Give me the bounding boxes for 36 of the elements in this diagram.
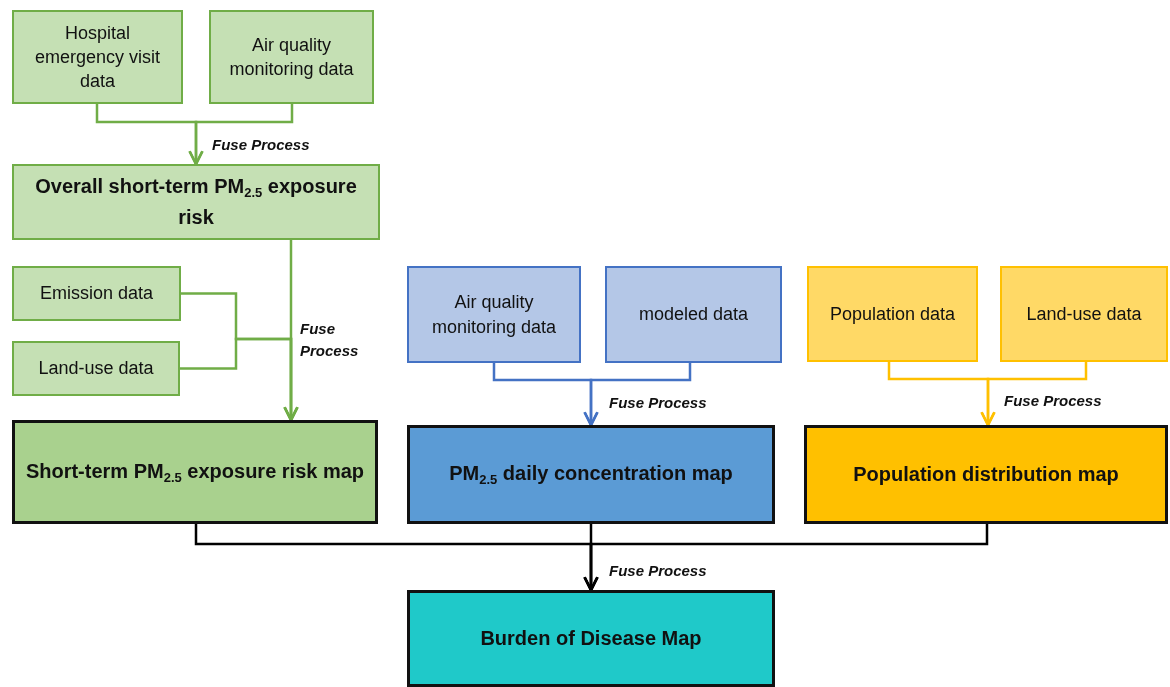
data-box (807, 266, 978, 362)
data-box (12, 341, 180, 396)
box-text: modeled data (638, 303, 749, 327)
arrow (180, 337, 299, 422)
edge-label: Fuse Process (212, 135, 310, 155)
process-box (804, 425, 1168, 524)
arrow (583, 363, 692, 427)
box-text: Population data (829, 302, 956, 326)
edge-label: Fuse Process (300, 319, 360, 361)
data-box (605, 266, 782, 363)
edge-label: Fuse Process (1004, 391, 1102, 411)
box-text: Population distribution map (853, 462, 1119, 487)
process-box (12, 420, 378, 524)
edge-label: Fuse Process (609, 561, 707, 581)
data-box (1000, 266, 1168, 362)
box-text: Hospital emergency visit data (33, 21, 161, 94)
data-box (407, 266, 581, 363)
box-text: Air quality monitoring data (228, 33, 355, 81)
box-text: Overall short-term PM$_{2.5}$ exposure risk (34, 174, 358, 230)
box-text: Short-term PM$_{2.5}$ exposure risk map (25, 458, 365, 487)
process-box (407, 425, 775, 524)
box-text: Air quality monitoring data (430, 291, 558, 339)
arrow (980, 362, 1088, 427)
edge-label: Fuse Process (609, 393, 707, 413)
arrow (188, 104, 294, 166)
box-text: Land-use data (38, 357, 154, 381)
box-text: Land-use data (1026, 302, 1142, 326)
box-text: Emission data (39, 282, 154, 306)
box-text: PM$_{2.5}$ daily concentration map (449, 461, 733, 489)
data-box (12, 266, 181, 321)
box-text: Burden of Disease Map (480, 626, 702, 651)
arrow (583, 524, 989, 592)
process-box (12, 164, 380, 240)
data-box (209, 10, 374, 104)
process-box (407, 590, 775, 687)
data-box (12, 10, 183, 104)
